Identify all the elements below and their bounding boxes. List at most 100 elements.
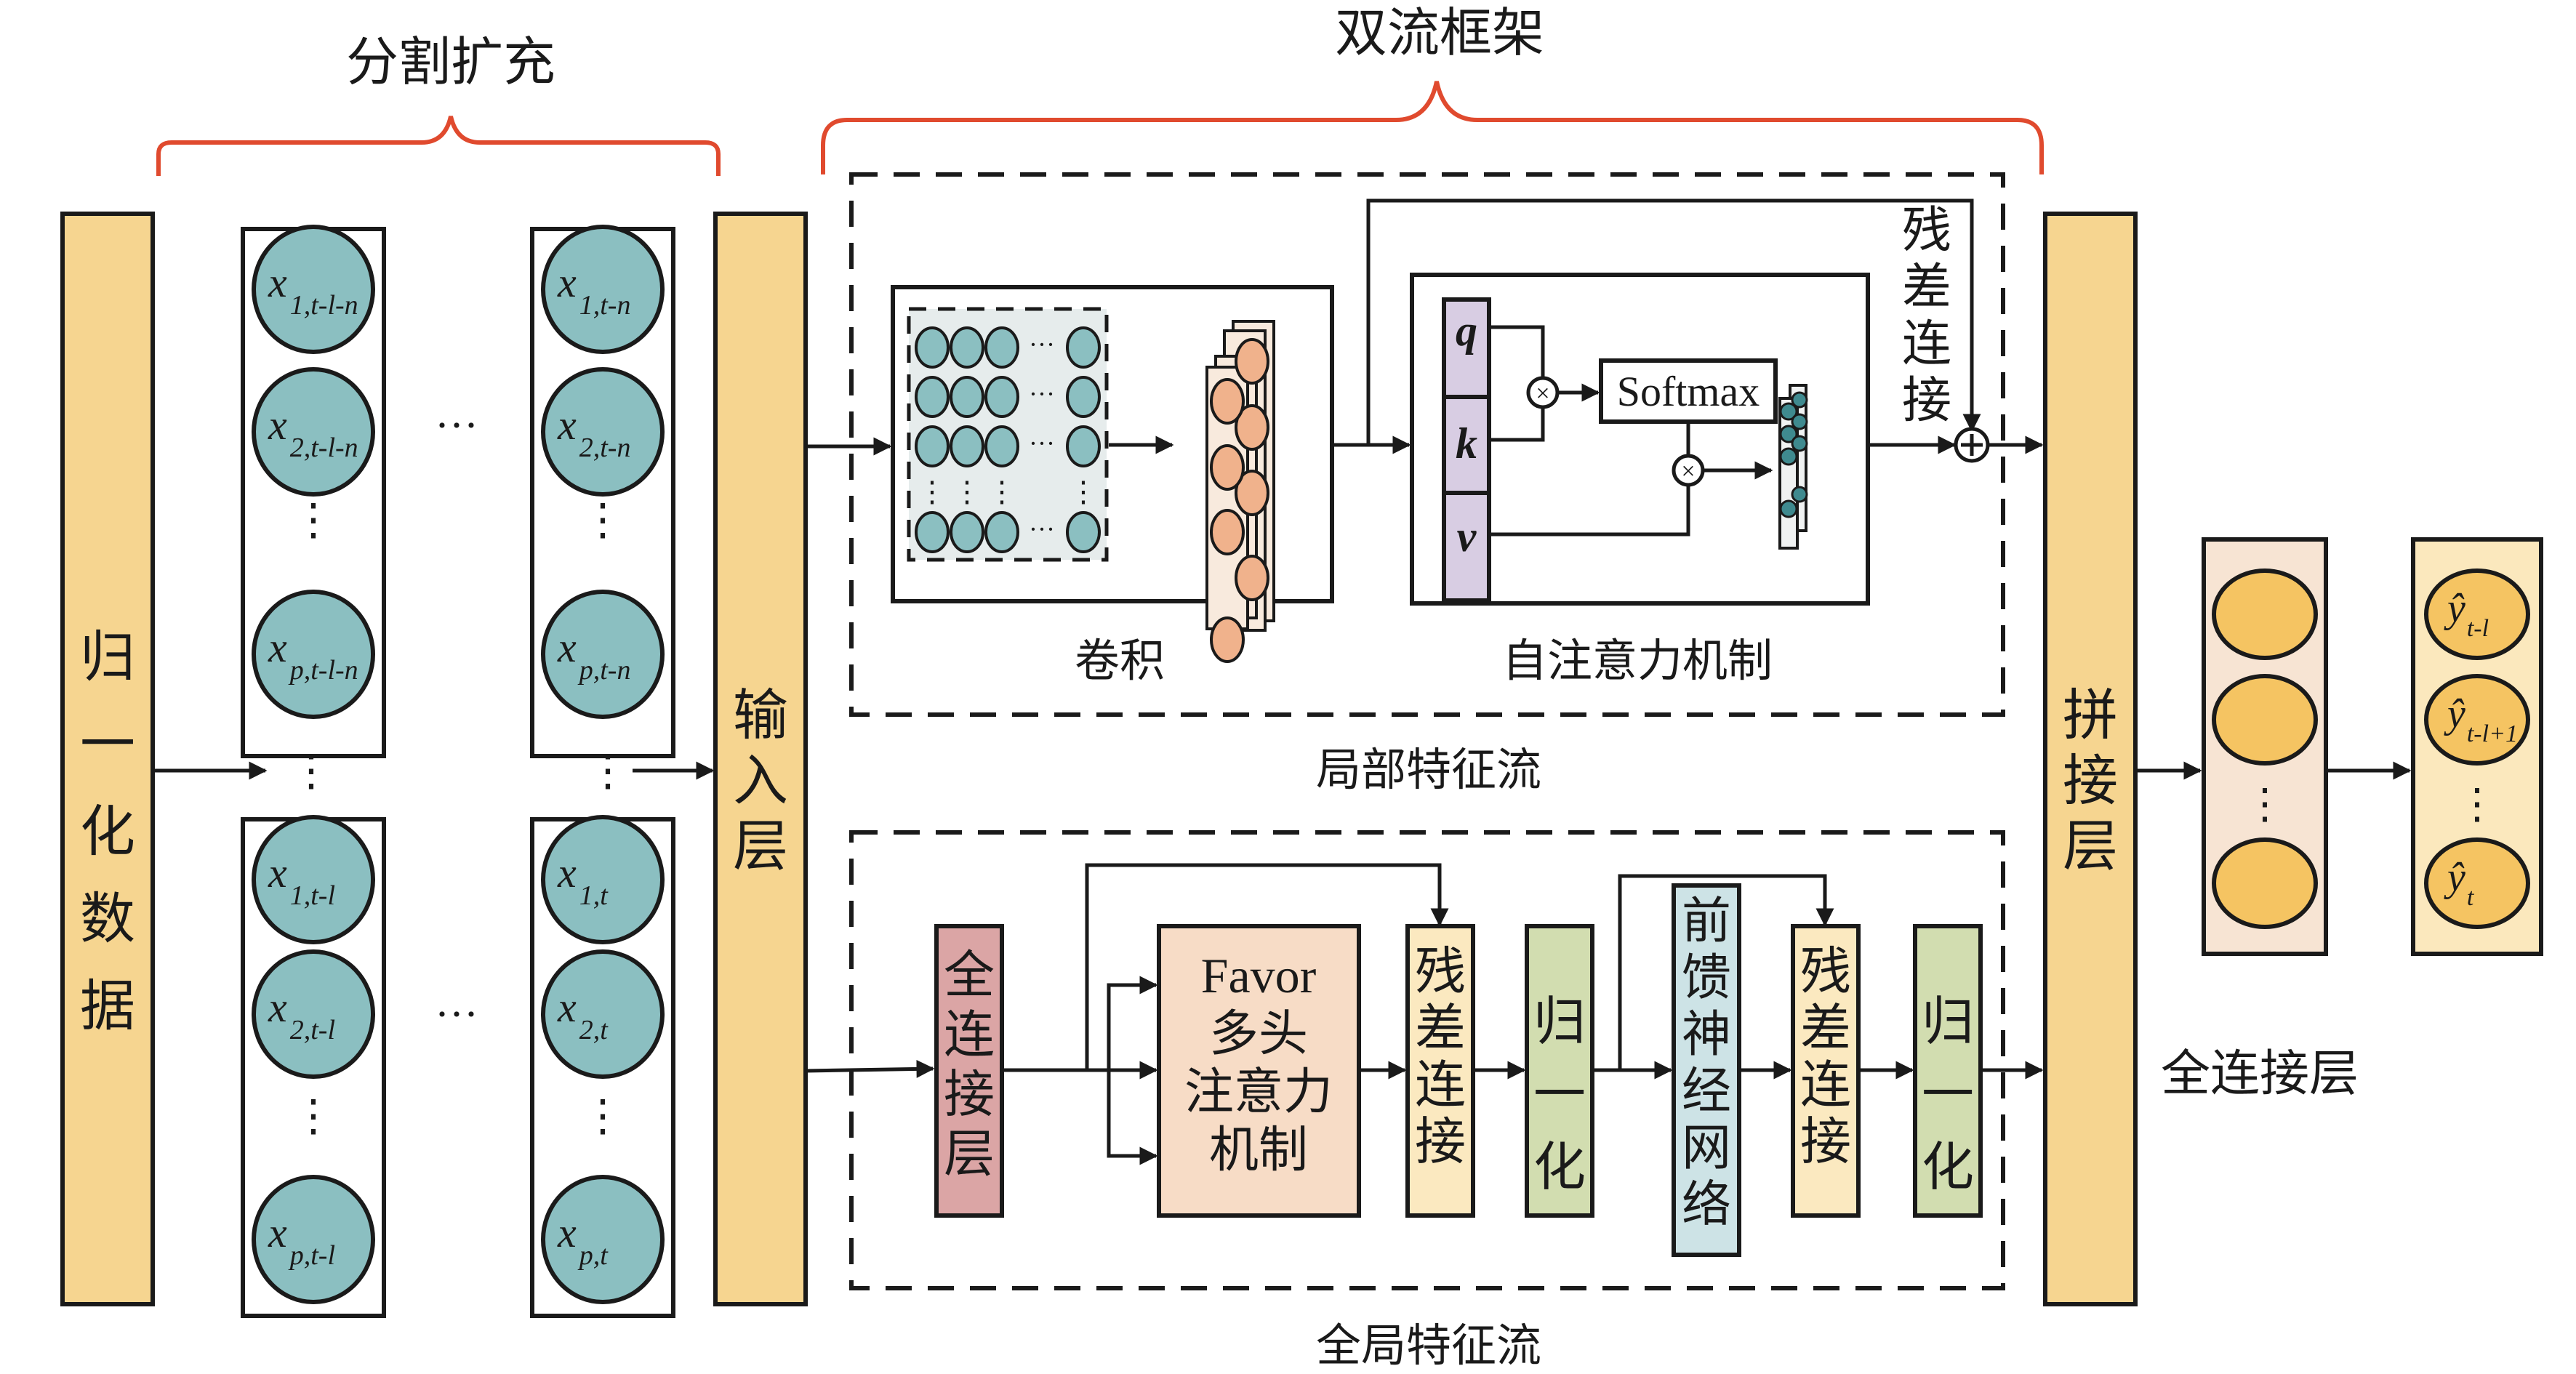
ellipsis-v: ⋮ — [918, 475, 947, 508]
conv-input-node — [915, 326, 950, 369]
feature-node — [1235, 338, 1269, 385]
global-norm-1-char: 归 — [1533, 991, 1586, 1052]
global-fc-char: 连 — [944, 1005, 995, 1064]
global-fc-char: 层 — [944, 1124, 995, 1184]
input-layer-bar — [713, 212, 808, 1306]
residual-skip-line-global-1 — [1085, 863, 1449, 1070]
global-stream-label: 全局特征流 — [1316, 1319, 1541, 1372]
favor-label-line: 机制 — [1209, 1122, 1308, 1179]
ffn-char: 经 — [1682, 1063, 1731, 1120]
feature-node — [1210, 444, 1245, 491]
node-first-top — [252, 590, 375, 719]
ellipsis-v: ⋮ — [292, 496, 335, 544]
attn-output-node — [1779, 402, 1798, 421]
attn-output-map — [1778, 397, 1799, 550]
q-label: q — [1456, 307, 1477, 355]
softmax-label: Softmax — [1617, 368, 1760, 415]
attn-output-node — [1791, 486, 1808, 503]
attn-output-node — [1791, 391, 1808, 409]
attn-output-node — [1779, 499, 1798, 518]
conv-input-node — [984, 511, 1019, 553]
input-layer-char: 层 — [733, 813, 788, 878]
ellipsis-v: ⋮ — [952, 475, 982, 508]
arrow-fc-to-favor-top — [1107, 976, 1158, 1070]
q-line — [1489, 325, 1545, 378]
ellipsis-v: ⋮ — [581, 1092, 625, 1140]
conv-input-node — [915, 425, 950, 467]
output-node — [2424, 569, 2530, 660]
title-split-expand: 分割扩充 — [346, 31, 555, 92]
feature-node — [1235, 470, 1269, 516]
favor-label-line: Favor — [1201, 948, 1317, 1003]
ellipsis-v: ⋮ — [2456, 780, 2498, 827]
residual-local-char: 差 — [1902, 259, 1951, 316]
normalized-data-char: 一 — [80, 712, 135, 776]
global-residual-1-char: 连 — [1415, 1055, 1466, 1114]
fc-layer-label: 全连接层 — [2161, 1045, 2359, 1103]
v-label: v — [1457, 513, 1477, 561]
ellipsis-h: ··· — [1029, 429, 1055, 458]
brace-dual-stream — [821, 81, 2044, 174]
global-norm-label-1: 归一化 — [1533, 991, 1586, 1197]
global-fc-label: 全连接层 — [944, 945, 995, 1184]
global-residual-block-1 — [1405, 924, 1475, 1218]
concat-layer-char: 拼 — [2063, 683, 2118, 747]
attn-output-node — [1791, 413, 1808, 430]
node-last-top — [541, 367, 665, 497]
global-norm-block-1 — [1525, 924, 1594, 1218]
residual-skip-line-local — [1366, 198, 1981, 445]
normalized-data-char: 归 — [80, 624, 135, 689]
input-layer-char: 输 — [733, 683, 788, 747]
feature-node — [1235, 555, 1269, 601]
conv-input-node — [950, 425, 984, 467]
v-block — [1442, 491, 1491, 603]
fc-node — [2212, 674, 2318, 766]
ellipsis-h: ··· — [1029, 515, 1055, 544]
k-label: k — [1456, 419, 1477, 467]
k-line — [1489, 407, 1545, 442]
residual-skip-line-global-2 — [1618, 874, 1834, 1070]
conv-input-node — [1066, 326, 1101, 369]
brace-split-expand — [156, 116, 721, 176]
concat-layer-label: 拼接层 — [2063, 683, 2118, 878]
ellipsis-h: ··· — [1029, 379, 1055, 409]
ellipsis-v-mid-right: ⋮ — [586, 747, 630, 795]
global-norm-2-char: 化 — [1922, 1136, 1974, 1197]
arrow-fc-to-favor-bottom — [1107, 1070, 1158, 1165]
global-norm-1-char: 一 — [1533, 1064, 1586, 1125]
conv-input-node — [950, 376, 984, 418]
input-layer-char: 入 — [733, 748, 788, 813]
node-last-bottom — [541, 1175, 665, 1304]
global-fc-block — [934, 924, 1004, 1218]
conv-input-node — [915, 511, 950, 553]
conv-input-node — [984, 376, 1019, 418]
v-line — [1489, 486, 1690, 537]
node-first-top — [252, 225, 375, 354]
global-norm-2-char: 一 — [1922, 1064, 1974, 1125]
conv-input-node — [984, 425, 1019, 467]
fc-node — [2212, 569, 2318, 660]
node-last-top — [541, 590, 665, 719]
ellipsis-v: ⋮ — [2244, 780, 2286, 827]
node-first-bottom — [252, 949, 375, 1079]
global-residual-1-char: 接 — [1415, 1112, 1466, 1171]
global-residual-2-char: 残 — [1800, 941, 1851, 1001]
node-first-top — [252, 367, 375, 497]
conv-input-node — [950, 326, 984, 369]
global-norm-label-2: 归一化 — [1922, 991, 1974, 1197]
concat-layer-bar — [2043, 212, 2138, 1306]
residual-local-char: 接 — [1902, 372, 1951, 430]
residual-local-char: 残 — [1902, 202, 1951, 260]
favor-attention-block — [1157, 924, 1361, 1218]
ellipsis-v: ⋮ — [1069, 475, 1098, 508]
global-residual-2-char: 差 — [1800, 998, 1851, 1058]
ellipsis-v-mid-left: ⋮ — [289, 747, 333, 795]
ellipsis-h-bottom: ··· — [435, 990, 478, 1038]
conv-input-node — [1066, 376, 1101, 418]
global-residual-2-char: 接 — [1800, 1112, 1851, 1171]
feature-node — [1210, 509, 1245, 555]
attn-output-node — [1779, 425, 1798, 443]
